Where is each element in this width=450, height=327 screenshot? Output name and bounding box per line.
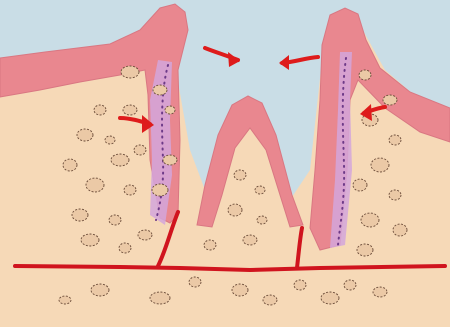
- bone-granule-icon: [383, 95, 397, 105]
- bone-granule-icon: [138, 230, 152, 240]
- bone-granule-icon: [86, 178, 104, 192]
- bone-granule-icon: [359, 70, 371, 80]
- bone-granule-icon: [294, 280, 306, 290]
- bone-granule-icon: [321, 292, 339, 304]
- bone-granule-icon: [123, 105, 137, 115]
- bone-granule-icon: [255, 186, 265, 194]
- bone-granule-icon: [232, 284, 248, 296]
- bone-granule-icon: [111, 154, 129, 166]
- bone-granule-icon: [63, 159, 77, 171]
- bone-granule-icon: [119, 243, 131, 253]
- bone-granule-icon: [353, 179, 367, 191]
- bone-granule-icon: [150, 292, 170, 304]
- bone-granule-icon: [124, 185, 136, 195]
- bone-granule-icon: [204, 240, 216, 250]
- bone-granule-icon: [361, 213, 379, 227]
- bone-granule-icon: [263, 295, 277, 305]
- bone-granule-icon: [371, 158, 389, 172]
- bone-granule-icon: [109, 215, 121, 225]
- bone-granule-icon: [389, 190, 401, 200]
- bone-granule-icon: [152, 184, 168, 196]
- bone-granule-icon: [357, 244, 373, 256]
- bone-granule-icon: [393, 224, 407, 236]
- bone-granule-icon: [77, 129, 93, 141]
- bone-granule-icon: [72, 209, 88, 221]
- bone-granule-icon: [165, 106, 175, 114]
- bone-granule-icon: [81, 234, 99, 246]
- bone-granule-icon: [344, 280, 356, 290]
- bone-granule-icon: [153, 85, 167, 95]
- bone-granule-icon: [389, 135, 401, 145]
- bone-granule-icon: [121, 66, 139, 78]
- bone-granule-icon: [163, 155, 177, 165]
- bone-granule-icon: [94, 105, 106, 115]
- bone-granule-icon: [228, 204, 242, 216]
- bone-granule-icon: [243, 235, 257, 245]
- bone-granule-icon: [373, 287, 387, 297]
- bone-granule-icon: [105, 136, 115, 144]
- bone-granule-icon: [91, 284, 109, 296]
- bone-granule-icon: [257, 216, 267, 224]
- bone-granule-icon: [134, 145, 146, 155]
- bone-granule-icon: [234, 170, 246, 180]
- bone-granule-icon: [189, 277, 201, 287]
- bone-granule-icon: [59, 296, 71, 304]
